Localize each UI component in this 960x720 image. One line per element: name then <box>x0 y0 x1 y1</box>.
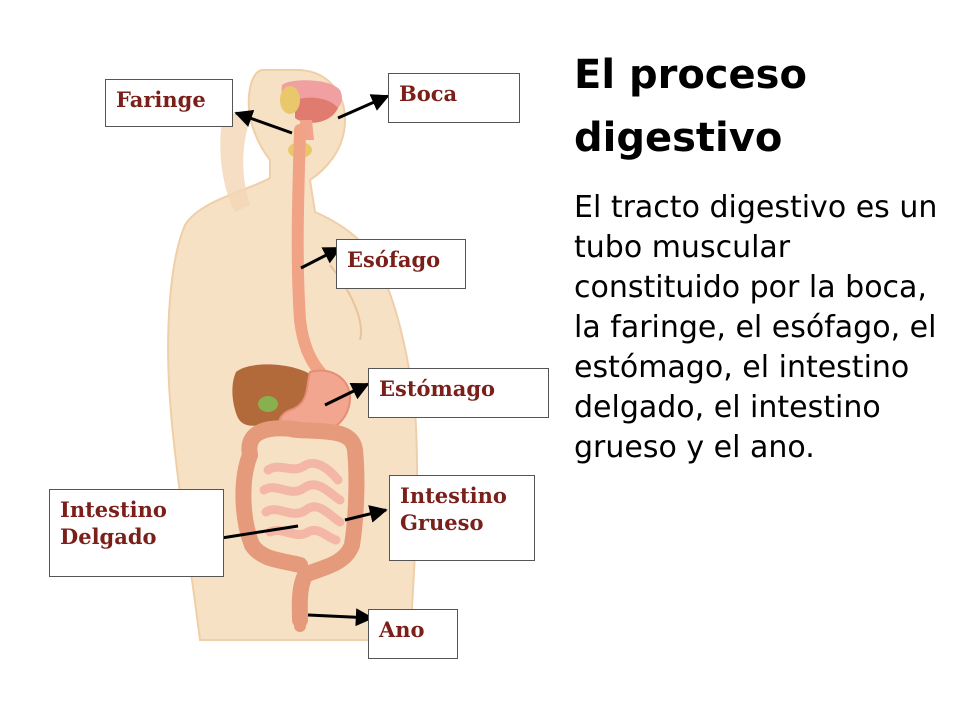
arrow-faringe <box>234 109 293 135</box>
label-boca: Boca <box>388 73 520 123</box>
label-ano: Ano <box>368 609 458 659</box>
label-esofago: Esófago <box>336 239 466 289</box>
arrow-ano <box>307 608 374 627</box>
small-intestine-coils <box>259 458 345 545</box>
esophagus-tube <box>291 124 326 378</box>
label-faringe: Faringe <box>105 79 233 127</box>
large-intestine-shape <box>241 420 365 628</box>
label-intestino-delgado: Intestino Delgado <box>49 489 224 577</box>
digestive-system-diagram <box>167 69 419 641</box>
arrow-esofago <box>300 246 342 270</box>
page-title: El proceso digestivo <box>574 52 807 161</box>
body-paragraph: El tracto digestivo es un tubo muscular … <box>574 190 938 465</box>
arrow-intestino-grueso <box>344 505 388 523</box>
arrow-estomago <box>324 382 370 407</box>
label-estomago: Estómago <box>368 368 549 418</box>
arrow-boca <box>337 94 390 120</box>
label-intestino-grueso: Intestino Grueso <box>389 475 535 561</box>
